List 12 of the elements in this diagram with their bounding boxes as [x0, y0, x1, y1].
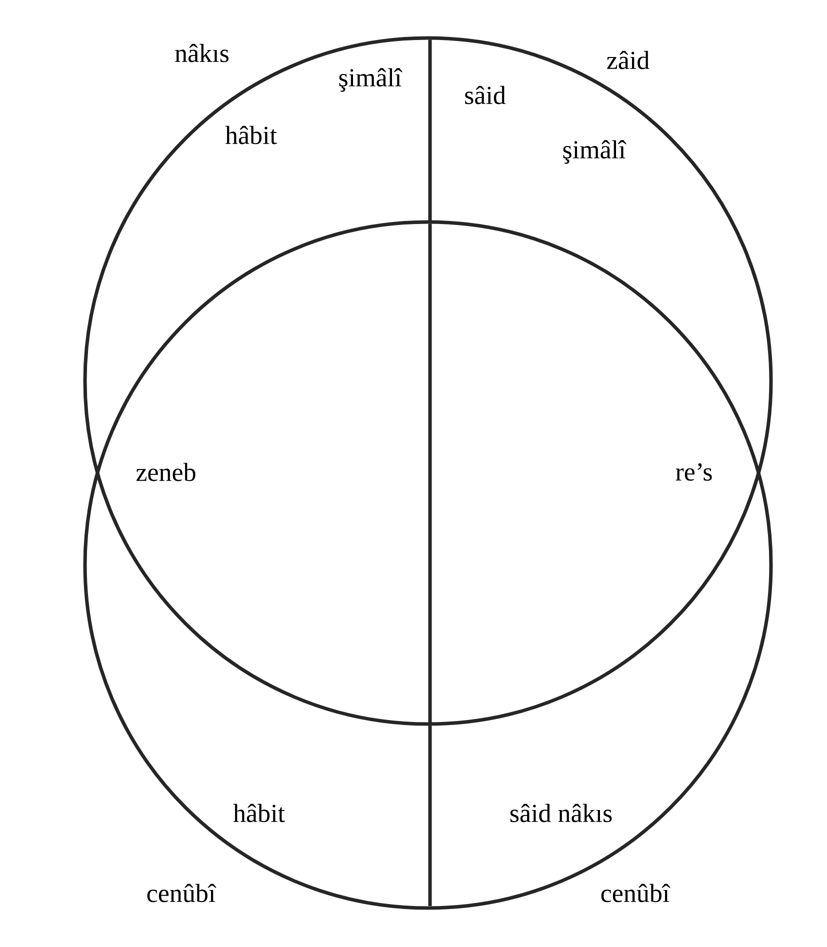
region-label: re’s [676, 463, 712, 481]
region-label: zâid [607, 50, 650, 70]
region-label: hâbit [233, 804, 285, 822]
region-label: zeneb [136, 462, 196, 482]
region-label: sâid [465, 86, 506, 104]
region-label: şimâlî [563, 140, 626, 164]
region-label: hâbit [225, 126, 277, 144]
region-label: nâkıs [175, 44, 228, 62]
region-label: sâid nâkıs [510, 804, 612, 822]
region-label: cenûbî [147, 884, 216, 902]
region-label: cenûbî [601, 884, 670, 902]
region-label: şimâlî [339, 68, 402, 92]
